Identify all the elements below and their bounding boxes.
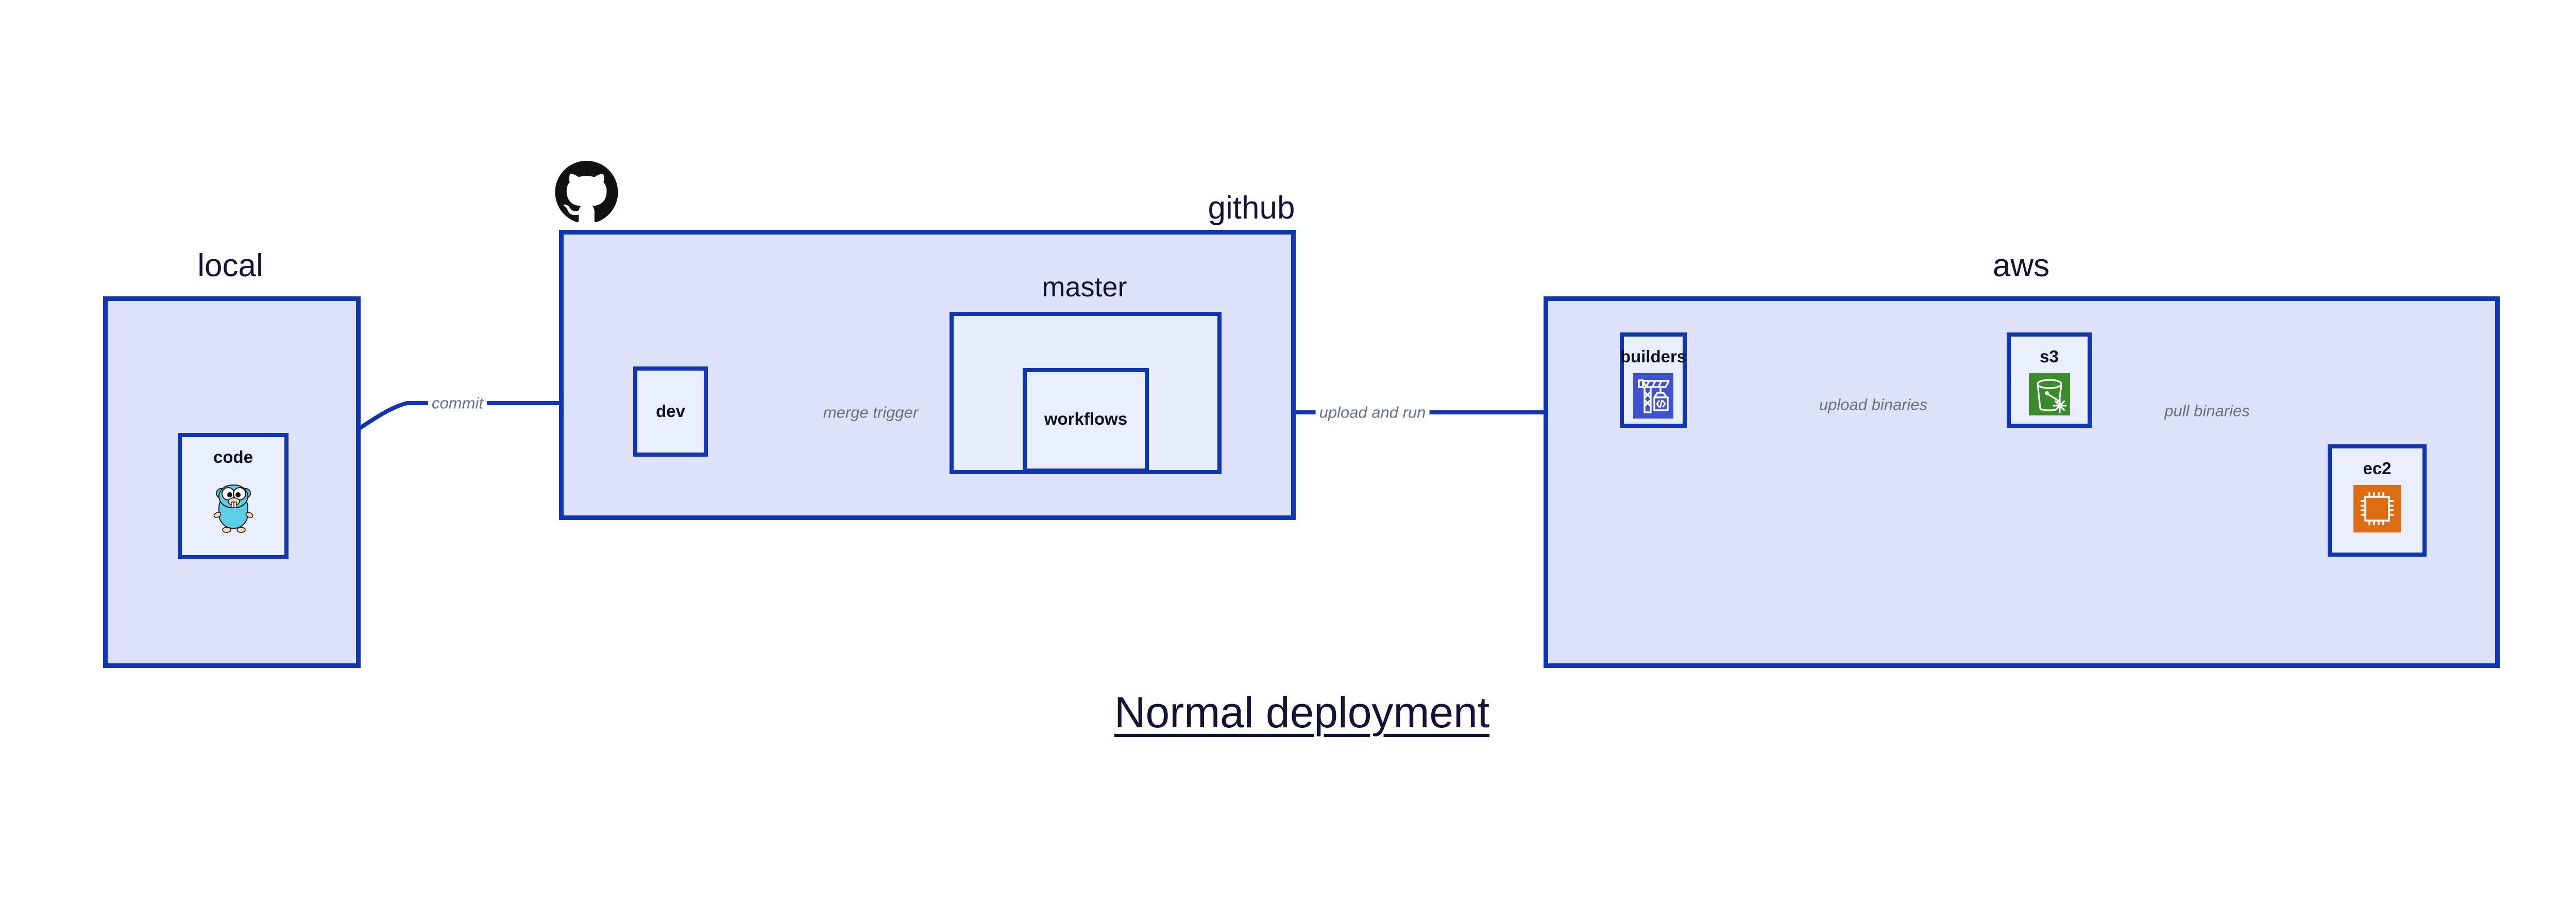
go-gopher-icon <box>209 474 258 536</box>
crane-code-icon <box>1633 373 1673 419</box>
node-ec2[interactable]: ec2 <box>2328 444 2427 557</box>
s3-bucket-icon <box>2028 373 2070 415</box>
diagram-title: Normal deployment <box>1114 688 1490 737</box>
cpu-chip-icon <box>2353 485 2401 532</box>
edge-label-upload-binaries: upload binaries <box>1815 396 1931 413</box>
node-s3[interactable]: s3 <box>2007 332 2092 428</box>
edge-label-upload-and-run: upload and run <box>1315 404 1430 421</box>
group-label-aws: aws <box>1992 248 2050 283</box>
group-label-local: local <box>197 248 263 283</box>
edge-label-pull-binaries: pull binaries <box>2164 402 2250 420</box>
edge-label-merge-trigger: merge trigger <box>819 404 922 421</box>
group-label-github: github <box>1208 190 1295 226</box>
node-code[interactable]: code <box>178 433 289 559</box>
node-s3-label: s3 <box>2040 347 2059 366</box>
node-dev-label: dev <box>656 402 685 421</box>
node-workflows[interactable]: workflows <box>1023 368 1149 473</box>
subgroup-label-master: master <box>1042 272 1127 303</box>
edge-label-commit: commit <box>428 395 487 411</box>
node-builders-label: builders <box>1620 347 1687 366</box>
github-octocat-icon <box>554 161 619 224</box>
node-workflows-label: workflows <box>1044 409 1128 428</box>
node-code-label: code <box>213 447 253 466</box>
node-builders[interactable]: builders <box>1620 332 1687 428</box>
node-ec2-label: ec2 <box>2363 459 2392 478</box>
node-dev[interactable]: dev <box>633 366 708 457</box>
